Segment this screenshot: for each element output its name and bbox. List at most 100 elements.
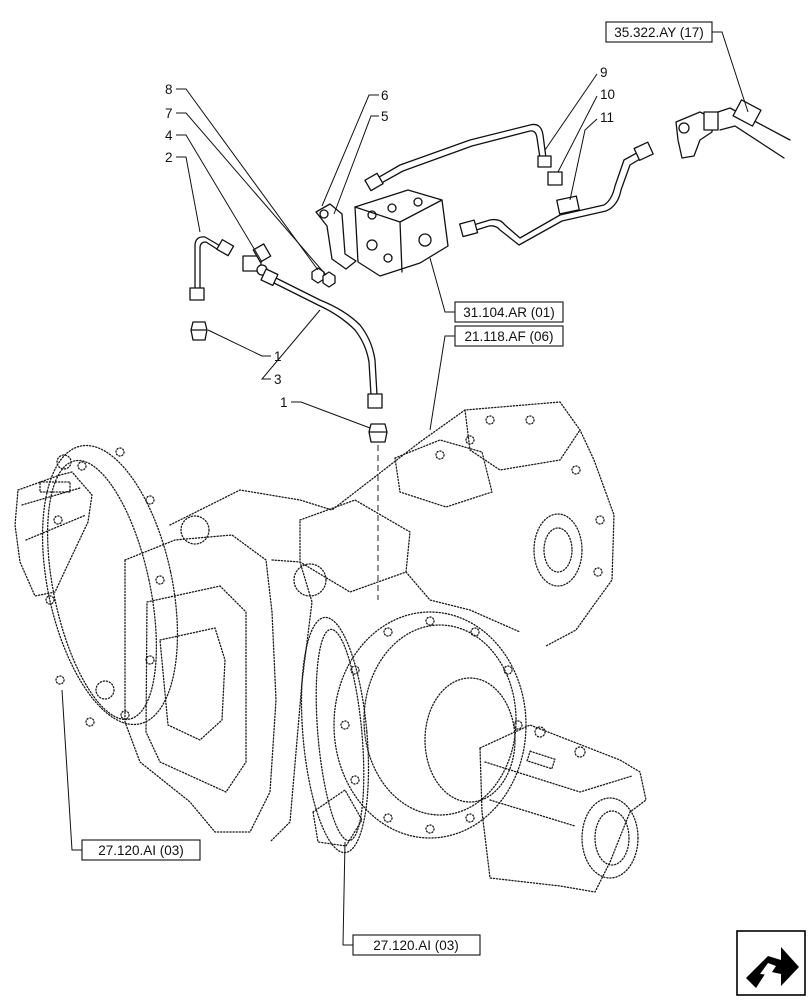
leader-item-5 [333,115,379,215]
pipe-item-3 [271,275,378,396]
leader-hose-ref [712,31,749,113]
bolt [155,575,165,585]
leader-valve-ref [429,257,455,313]
valve-port [383,253,393,263]
pipe-item-3-nut-top [260,268,279,287]
callout-item-9[interactable]: 9 [600,65,608,80]
callout-item-4[interactable]: 4 [165,128,173,143]
pipe-item-9-inner [375,130,541,187]
pipe-item-11-nut-left [459,219,479,238]
reference-label[interactable]: 27.120.AI (03) [98,843,184,858]
upper-boss [293,563,327,597]
reference-housing[interactable]: 21.118.AF (06) [454,325,564,347]
reference-label[interactable]: 31.104.AR (01) [463,305,555,320]
pipe-item-11-nut-right [633,141,654,161]
pipe-item-2-nut-top [216,239,235,257]
side-bolt-ring-inner [543,527,573,573]
left-housing-face [124,534,277,833]
reference-label[interactable]: 27.120.AI (03) [373,938,459,953]
central-housing-top [169,401,615,647]
hose-elbow-nut [703,111,719,131]
right-brake-ring-inner [315,628,365,842]
leader-item-4 [176,134,263,263]
callout-item-1[interactable]: 1 [274,349,282,364]
leader-housing-ref [429,335,455,431]
callout-item-2[interactable]: 2 [165,150,173,165]
elbow-item-4-stem [252,243,272,263]
reference-box[interactable] [352,934,481,956]
leader-item-3 [260,309,321,380]
reference-hose[interactable]: 35.322.AY (17) [605,21,713,43]
fitting-item-10 [547,171,563,186]
right-trumpet-edge [484,761,633,827]
bolt [571,465,581,475]
bolt [525,415,535,425]
central-housing-lower [405,571,521,633]
bolt [85,717,95,727]
valve-port [413,197,423,207]
fitting-item-1-left [190,321,208,341]
pipe-item-2-nut-bottom [189,287,205,301]
trumpet-bolt [534,726,546,738]
callout-item-11[interactable]: 11 [600,110,614,125]
left-housing-boss-2 [95,680,115,700]
pipe-item-2 [194,236,223,293]
reference-box[interactable] [81,839,201,861]
right-brake-housing-inner [424,677,516,803]
left-brake-ring-inner [46,459,158,721]
bolt [435,450,445,460]
reference-box[interactable] [605,21,713,43]
leader-left-housing-ref [61,689,82,851]
bolt [350,665,360,675]
reference-box[interactable] [454,301,564,323]
callouts: 9 10 11 6 5 8 7 4 2 1 3 1 [165,65,615,410]
bolt [593,567,603,577]
callout-item-8[interactable]: 8 [165,82,173,97]
central-bolts [435,415,605,577]
bolt [77,461,87,471]
right-trumpet-end-bore [594,810,630,866]
bolt [425,616,435,626]
right-housing-ear [312,789,363,847]
reference-box[interactable] [454,325,564,347]
leader-item-1-left [207,329,271,357]
bolt [115,447,125,457]
side-bolt-ring [533,513,583,587]
trumpet-bolt [574,746,586,758]
left-brake-ring-outer [41,444,179,726]
pipe-item-9-nut-right [537,155,552,168]
bracket-item-6 [315,203,357,270]
callout-item-7[interactable]: 7 [165,106,173,121]
reference-left-housing[interactable]: 27.120.AI (03) [81,839,201,861]
bolt [383,813,393,823]
bracket-item-5-hole [319,209,329,219]
callout-item-10[interactable]: 10 [600,87,615,102]
callout-item-3[interactable]: 3 [274,372,282,387]
hose-elbow-port [678,122,690,134]
leader-item-2 [176,156,201,233]
reference-label[interactable]: 35.322.AY (17) [614,25,704,40]
next-page-arrow-icon[interactable] [736,930,806,996]
bolt [350,775,360,785]
bolt [465,435,475,445]
right-axle-trumpet [479,724,647,893]
right-trumpet-end-ring [581,797,639,879]
left-shaft-stamp [39,481,71,493]
bolt [53,515,63,525]
reference-valve[interactable]: 31.104.AR (01) [454,301,564,323]
callout-item-6[interactable]: 6 [381,88,389,103]
valve-block [354,189,449,277]
bolt [45,595,55,605]
nav-icon-arrow-fold [760,963,776,975]
bolt [55,675,65,685]
reference-right-housing[interactable]: 27.120.AI (03) [352,934,481,956]
callout-item-5[interactable]: 5 [381,109,389,124]
mounting-plate [299,499,411,593]
valve-port [418,233,432,247]
callout-item-1[interactable]: 1 [280,395,288,410]
leader-item-10 [557,95,598,173]
pipe-item-9 [373,123,547,181]
bolt [513,720,523,730]
reference-label[interactable]: 21.118.AF (06) [464,329,553,344]
